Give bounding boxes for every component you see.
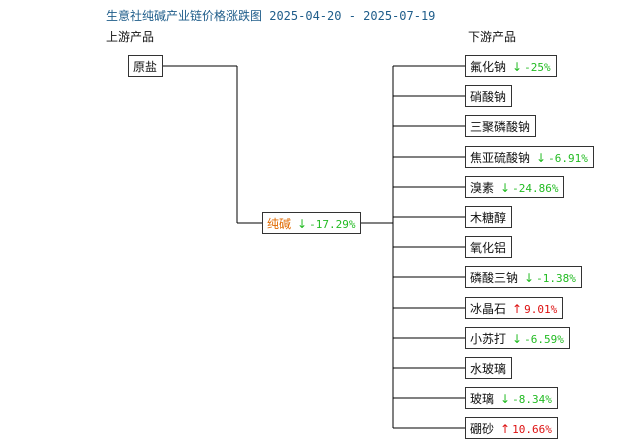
node-downstream[interactable]: 硝酸钠 xyxy=(465,85,513,107)
change-value: 10.66% xyxy=(512,423,552,436)
node-name: 氟化钠 xyxy=(470,60,507,74)
node-downstream[interactable]: 氟化钠 ↓-25% xyxy=(465,55,557,77)
down-arrow-icon: ↓ xyxy=(297,217,308,231)
node-name: 硼砂 xyxy=(470,422,495,436)
downstream-header: 下游产品 xyxy=(468,30,517,44)
node-downstream[interactable]: 溴素 ↓-24.86% xyxy=(465,176,565,198)
change-value: -1.38% xyxy=(536,272,576,285)
node-name: 冰晶石 xyxy=(470,302,507,316)
node-name: 三聚磷酸钠 xyxy=(470,120,531,134)
node-center[interactable]: 纯碱 ↓-17.29% xyxy=(262,212,362,234)
node-name: 氧化铝 xyxy=(470,241,507,255)
change-value: -8.34% xyxy=(512,393,552,406)
up-arrow-icon: ↑ xyxy=(500,422,511,436)
node-name: 磷酸三钠 xyxy=(470,271,519,285)
change-value: 9.01% xyxy=(524,303,558,316)
node-name: 水玻璃 xyxy=(470,362,507,376)
node-downstream[interactable]: 冰晶石 ↑9.01% xyxy=(465,297,564,319)
down-arrow-icon: ↓ xyxy=(500,181,511,195)
node-downstream[interactable]: 小苏打 ↓-6.59% xyxy=(465,327,570,349)
node-downstream[interactable]: 玻璃 ↓-8.34% xyxy=(465,387,558,409)
change-value: -24.86% xyxy=(512,182,559,195)
down-arrow-icon: ↓ xyxy=(536,151,547,165)
up-arrow-icon: ↑ xyxy=(512,302,523,316)
chart-title: 生意社纯碱产业链价格涨跌图 2025-04-20 - 2025-07-19 xyxy=(106,9,436,23)
down-arrow-icon: ↓ xyxy=(524,271,535,285)
down-arrow-icon: ↓ xyxy=(500,392,511,406)
node-name: 溴素 xyxy=(470,181,495,195)
node-downstream[interactable]: 焦亚硫酸钠 ↓-6.91% xyxy=(465,146,594,168)
change-value: -17.29% xyxy=(309,218,356,231)
node-name: 木糖醇 xyxy=(470,211,507,225)
node-name: 纯碱 xyxy=(267,217,292,231)
node-downstream[interactable]: 水玻璃 xyxy=(465,357,513,379)
down-arrow-icon: ↓ xyxy=(512,60,523,74)
change-value: -25% xyxy=(524,61,551,74)
node-downstream[interactable]: 磷酸三钠 ↓-1.38% xyxy=(465,266,582,288)
node-upstream[interactable]: 原盐 xyxy=(128,55,164,77)
change-value: -6.59% xyxy=(524,333,564,346)
node-downstream[interactable]: 木糖醇 xyxy=(465,206,513,228)
upstream-header: 上游产品 xyxy=(106,30,155,44)
node-downstream[interactable]: 氧化铝 xyxy=(465,236,513,258)
node-name: 玻璃 xyxy=(470,392,495,406)
node-name: 硝酸钠 xyxy=(470,90,507,104)
node-name: 焦亚硫酸钠 xyxy=(470,151,531,165)
node-name: 原盐 xyxy=(133,60,158,74)
node-downstream[interactable]: 三聚磷酸钠 xyxy=(465,115,537,137)
node-name: 小苏打 xyxy=(470,332,507,346)
down-arrow-icon: ↓ xyxy=(512,332,523,346)
change-value: -6.91% xyxy=(548,152,588,165)
node-downstream[interactable]: 硼砂 ↑10.66% xyxy=(465,417,558,439)
